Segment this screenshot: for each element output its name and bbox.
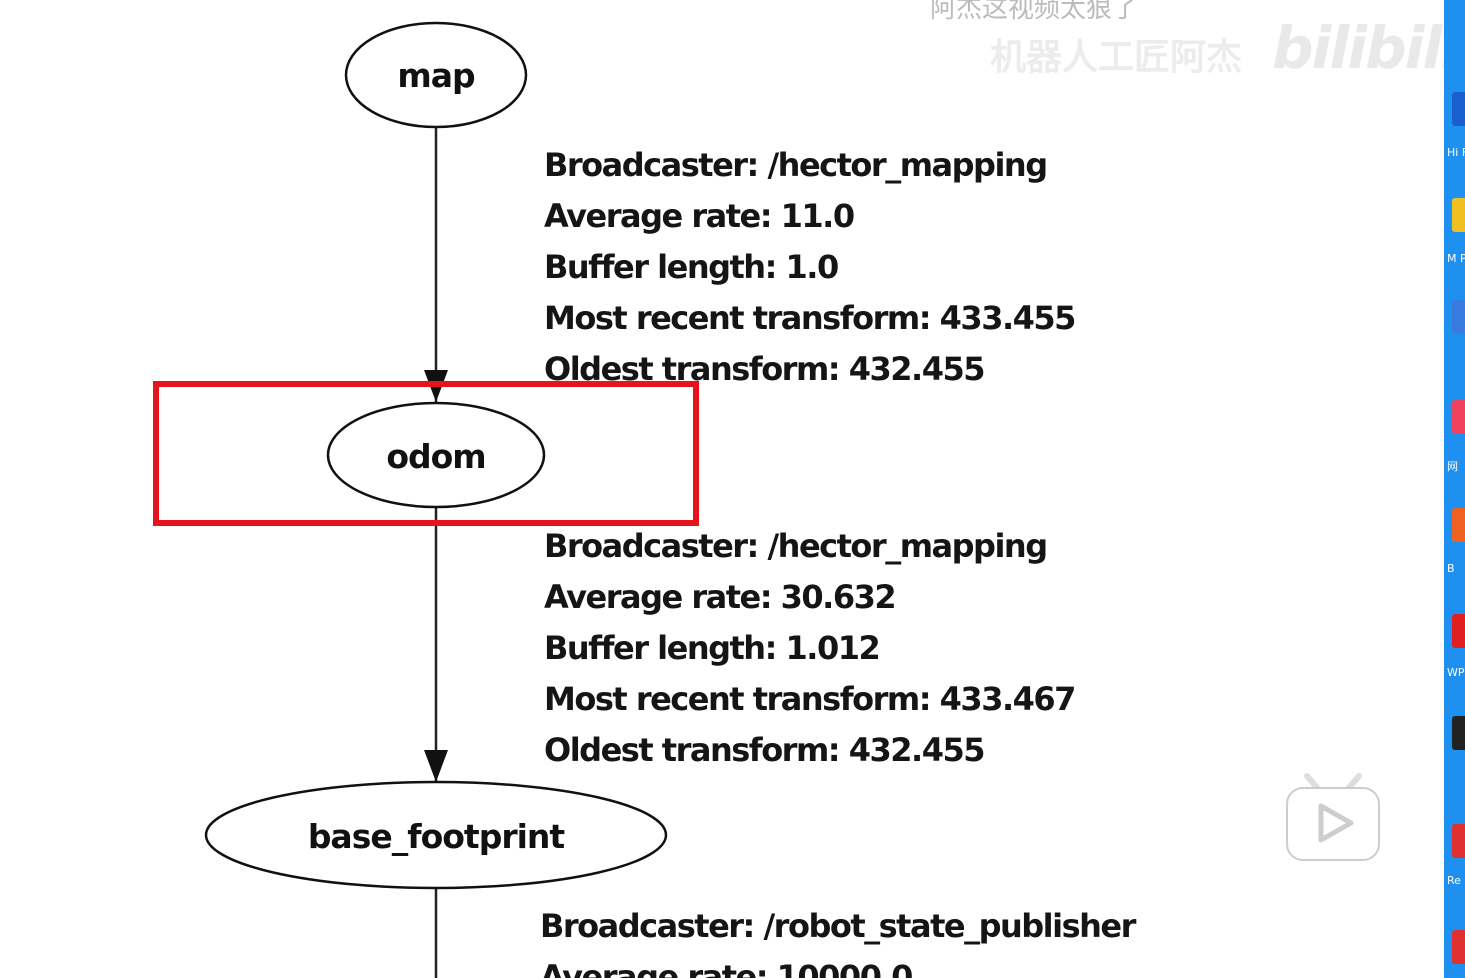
desktop-shortcut-label: 网 — [1447, 460, 1458, 473]
edge-info-average-rate: Average rate: 11.0 — [544, 197, 854, 235]
edge-info-oldest: Oldest transform: 432.455 — [544, 350, 984, 388]
node-base-footprint-label: base_footprint — [308, 817, 566, 856]
desktop-shortcut-icon[interactable] — [1452, 930, 1465, 964]
desktop-shortcut-label: B — [1447, 562, 1455, 575]
desktop-shortcut-icon[interactable] — [1452, 198, 1465, 232]
desktop-shortcut-label: M Pre — [1447, 252, 1465, 265]
desktop-background: Hi For M Pre 网 B WP Re — [1444, 0, 1465, 978]
node-odom: odom — [326, 401, 546, 509]
node-map-ellipse — [344, 21, 528, 129]
edge-label-map-odom: Broadcaster: /hector_mapping Average rat… — [544, 146, 1077, 388]
edge-info-broadcaster: Broadcaster: /robot_state_publisher — [540, 907, 1137, 945]
desktop-shortcut-icon[interactable] — [1452, 824, 1465, 858]
edge-info-broadcaster: Broadcaster: /hector_mapping — [544, 146, 1047, 184]
edge-info-buffer-length: Buffer length: 1.0 — [544, 248, 838, 286]
node-map-label: map — [397, 56, 475, 95]
desktop-shortcut-icon[interactable] — [1452, 92, 1465, 126]
node-base-footprint-ellipse — [204, 780, 668, 890]
edge-info-broadcaster: Broadcaster: /hector_mapping — [544, 527, 1047, 565]
desktop-shortcut-icon[interactable] — [1452, 508, 1465, 542]
edge-info-average-rate: Average rate: 10000.0 — [540, 958, 912, 978]
edge-info-average-rate: Average rate: 30.632 — [544, 578, 895, 616]
edge-label-base-footprint-child: Broadcaster: /robot_state_publisher Aver… — [540, 907, 1138, 978]
node-map: map — [344, 21, 528, 129]
arrowhead-base-footprint — [424, 750, 448, 782]
highlight-box — [153, 381, 699, 526]
edge-label-odom-base-footprint: Broadcaster: /hector_mapping Average rat… — [544, 527, 1076, 769]
bilibili-logo: bilibili — [1272, 14, 1460, 82]
desktop-shortcut-icon[interactable] — [1452, 614, 1465, 648]
edge-info-most-recent: Most recent transform: 433.467 — [544, 680, 1075, 718]
play-button[interactable] — [1285, 770, 1381, 862]
desktop-shortcut-label: WP — [1447, 666, 1465, 679]
node-base-footprint: base_footprint — [204, 780, 668, 890]
edge-info-oldest: Oldest transform: 432.455 — [544, 731, 984, 769]
desktop-shortcut-label: Re — [1447, 874, 1461, 887]
desktop-shortcut-icon[interactable] — [1452, 300, 1465, 334]
node-odom-label: odom — [386, 437, 485, 476]
node-odom-ellipse — [326, 401, 546, 509]
play-icon — [1318, 803, 1354, 843]
desktop-shortcut-icon[interactable] — [1452, 400, 1465, 434]
watermark-subtitle: 阿杰这视频太狠了 — [930, 0, 1139, 24]
desktop-shortcut-icon[interactable] — [1452, 716, 1465, 750]
watermark-author: 机器人工匠阿杰 — [990, 37, 1243, 78]
edge-info-most-recent: Most recent transform: 433.455 — [544, 299, 1075, 337]
edge-info-buffer-length: Buffer length: 1.012 — [544, 629, 879, 667]
desktop-shortcut-label: Hi For — [1447, 146, 1465, 159]
